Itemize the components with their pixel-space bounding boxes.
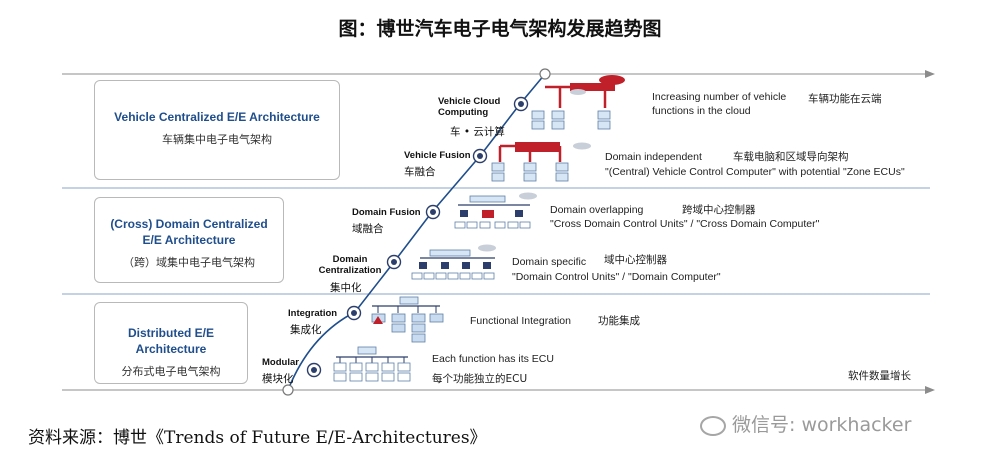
desc-modular: Each function has its ECU [432, 353, 554, 365]
vehicle-fusion-illustration [491, 142, 591, 182]
watermark-text: 微信号: workhacker [732, 414, 912, 436]
desc-vehicle-fusion-2: "(Central) Vehicle Control Computer" wit… [605, 166, 905, 178]
step-zh-integration: 集成化 [290, 324, 322, 336]
stage-en-label: Vehicle Centralized E/E Architecture [114, 110, 320, 124]
desc-domain-centralization-1: Domain specific [512, 256, 587, 268]
start-node [282, 384, 294, 396]
top-axis-arrow [925, 70, 935, 78]
vehicle-cloud-illustration [531, 75, 625, 130]
desc-zh-vehicle-fusion: 车载电脑和区域导向架构 [733, 151, 849, 163]
domain-centralization-illustration [411, 244, 496, 280]
step-label-domain-fusion: Domain Fusion [352, 207, 421, 218]
wechat-icon [700, 415, 726, 436]
step-label-vehicle-cloud: Vehicle Cloud Computing [438, 96, 501, 118]
domain-fusion-illustration [454, 192, 537, 229]
step-label-integration: Integration [288, 308, 338, 319]
desc-zh-modular: 每个功能独立的ECU [432, 373, 528, 385]
modular-illustration [333, 346, 411, 382]
step-zh-domain-fusion: 域融合 [352, 223, 384, 235]
step-label-vehicle-fusion: Vehicle Fusion [404, 150, 471, 161]
desc-vehicle-fusion-1: Domain independent [605, 151, 702, 163]
step-label-modular: Modular [262, 357, 299, 368]
stage-en-label: (Cross) Domain Centralized E/E Architect… [110, 217, 268, 247]
source-caption: 资料来源：博世《Trends of Future E/E-Architectur… [28, 428, 487, 448]
stage-box-domain-centralized: (Cross) Domain Centralized E/E Architect… [94, 197, 284, 283]
step-zh-vehicle-fusion: 车融合 [404, 166, 436, 178]
desc-zh-integration: 功能集成 [598, 315, 640, 327]
desc-domain-centralization-2: "Domain Control Units" / "Domain Compute… [512, 271, 721, 283]
stage-zh-label: 车辆集中电子电气架构 [162, 133, 272, 146]
stage-zh-label: 分布式电子电气架构 [121, 365, 221, 378]
desc-zh-vehicle-cloud: 车辆功能在云端 [808, 93, 882, 105]
desc-zh-domain-centralization: 域中心控制器 [604, 254, 667, 266]
step-zh-vehicle-cloud: 车 • 云计算 [450, 126, 505, 138]
desc-domain-fusion-1: Domain overlapping [550, 204, 644, 216]
step-zh-modular: 模块化 [262, 373, 294, 385]
watermark: 微信号: workhacker [700, 410, 911, 437]
step-label-domain-centralization: Domain Centralization [318, 254, 382, 276]
integration-illustration [371, 296, 444, 343]
stage-box-vehicle-centralized: Vehicle Centralized E/E Architecture 车辆集… [94, 80, 340, 180]
end-node [539, 68, 551, 80]
stage-box-distributed: Distributed E/E Architecture 分布式电子电气架构 [94, 302, 248, 384]
desc-vehicle-cloud: Increasing number of vehicle functions i… [652, 91, 787, 117]
x-axis-label: 软件数量增长 [848, 370, 911, 382]
stage-en-label: Distributed E/E Architecture [127, 326, 214, 356]
stage-zh-label: （跨）域集中电子电气架构 [123, 256, 255, 269]
figure-title: 图：博世汽车电子电气架构发展趋势图 [338, 18, 662, 40]
desc-integration: Functional Integration [470, 315, 571, 327]
desc-domain-fusion-2: "Cross Domain Control Units" / "Cross Do… [550, 218, 820, 230]
desc-zh-domain-fusion: 跨域中心控制器 [682, 204, 756, 216]
bottom-axis-arrow [925, 386, 935, 394]
step-zh-domain-centralization: 集中化 [330, 282, 362, 294]
